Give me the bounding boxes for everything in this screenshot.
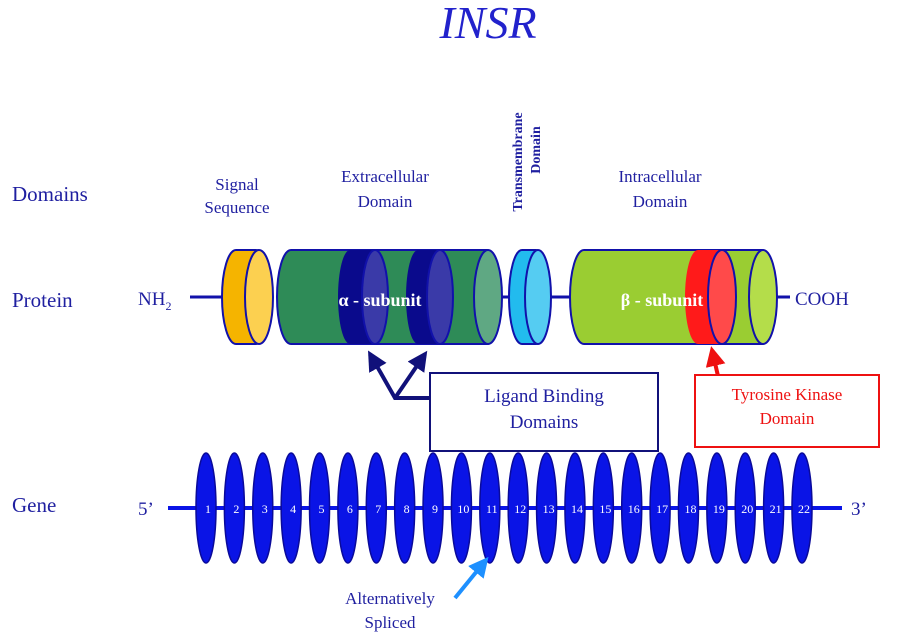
exon-2: 2: [223, 452, 246, 564]
exon-1: 1: [195, 452, 217, 564]
transmembrane-label-line2: Domain: [529, 126, 544, 174]
exon-number-label: 2: [233, 502, 239, 516]
five-prime-label: 5’: [138, 499, 154, 520]
exon-11: 11: [479, 452, 501, 564]
exon-number-label: 13: [543, 502, 555, 516]
exon-number-label: 4: [290, 502, 296, 516]
c-terminus-label: COOH: [795, 289, 849, 310]
exon-9: 9: [422, 452, 444, 564]
intracellular-label-line1: Intracellular: [618, 167, 701, 186]
alternatively-spliced-arrow: [453, 556, 489, 600]
alternatively-spliced-line1: Alternatively: [345, 589, 435, 608]
exon-number-label: 16: [628, 502, 640, 516]
exon-14: 14: [564, 452, 586, 564]
exon-number-label: 11: [486, 502, 498, 516]
exon-number-label: 6: [347, 502, 353, 516]
tyrosine-kinase-band-face: [707, 249, 737, 345]
alpha-subunit-cylinder: [276, 249, 503, 345]
ligand-binding-arrows: [368, 350, 432, 400]
alternatively-spliced-line2: Spliced: [365, 613, 416, 632]
extracellular-label-line2: Domain: [358, 192, 413, 211]
tyrosine-kinase-line1: Tyrosine Kinase: [732, 385, 843, 404]
alpha-subunit-label: α - subunit: [338, 290, 421, 310]
exon-number-label: 12: [514, 502, 526, 516]
exon-8: 8: [393, 452, 416, 564]
exon-number-label: 14: [571, 502, 583, 516]
exon-10: 10: [450, 452, 473, 564]
tyrosine-kinase-arrow: [705, 346, 726, 377]
exon-number-label: 3: [262, 502, 268, 516]
ligand-binding-callout: Ligand Binding Domains: [429, 372, 659, 452]
exon-number-label: 1: [205, 502, 211, 516]
exon-number-label: 21: [770, 502, 782, 516]
exon-12: 12: [507, 452, 529, 564]
exon-16: 16: [620, 452, 643, 564]
row-label-domains: Domains: [12, 182, 88, 206]
tyrosine-kinase-callout: Tyrosine Kinase Domain: [694, 374, 880, 448]
exon-5: 5: [308, 452, 331, 564]
signal-sequence-label-line2: Sequence: [204, 198, 269, 217]
exon-number-label: 8: [404, 502, 410, 516]
n-terminus-label: NH2: [138, 289, 171, 313]
transmembrane-cylinder: [508, 249, 552, 345]
exon-20: 20: [734, 452, 756, 564]
exon-number-label: 18: [684, 502, 696, 516]
exon-19: 19: [706, 452, 728, 564]
intracellular-label-line2: Domain: [633, 192, 688, 211]
extracellular-label-line1: Extracellular: [341, 167, 429, 186]
tyrosine-kinase-line2: Domain: [760, 409, 815, 428]
exon-22: 22: [791, 452, 813, 564]
exon-number-label: 10: [457, 502, 469, 516]
exon-4: 4: [280, 452, 302, 564]
row-label-gene: Gene: [12, 493, 56, 517]
exon-number-label: 15: [599, 502, 611, 516]
diagram-title: INSR: [438, 0, 536, 48]
exon-number-label: 19: [713, 502, 725, 516]
exon-17: 17: [649, 452, 671, 564]
three-prime-label: 3’: [851, 499, 867, 520]
exon-number-label: 5: [319, 502, 325, 516]
exon-21: 21: [762, 452, 785, 564]
transmembrane-label-line1: Transmembrane: [511, 112, 526, 211]
exon-13: 13: [535, 452, 558, 564]
beta-subunit-label: β - subunit: [621, 290, 704, 310]
exon-6: 6: [337, 452, 359, 564]
exon-18: 18: [677, 452, 700, 564]
ligand-binding-band-1-face: [361, 249, 389, 345]
row-label-protein: Protein: [12, 288, 73, 312]
signal-sequence-cylinder: [221, 249, 274, 345]
ligand-binding-band-2-face: [426, 249, 454, 345]
exon-number-label: 17: [656, 502, 668, 516]
exon-15: 15: [592, 452, 615, 564]
beta-subunit-cylinder: [569, 249, 778, 345]
exon-number-label: 9: [432, 502, 438, 516]
ligand-binding-line2: Domains: [510, 412, 579, 433]
exon-number-label: 20: [741, 502, 753, 516]
exon-7: 7: [365, 452, 388, 564]
signal-sequence-label-line1: Signal: [215, 175, 259, 194]
ligand-binding-line1: Ligand Binding: [484, 386, 604, 407]
exon-number-label: 7: [375, 502, 381, 516]
exon-3: 3: [252, 452, 274, 564]
exon-number-label: 22: [798, 502, 810, 516]
